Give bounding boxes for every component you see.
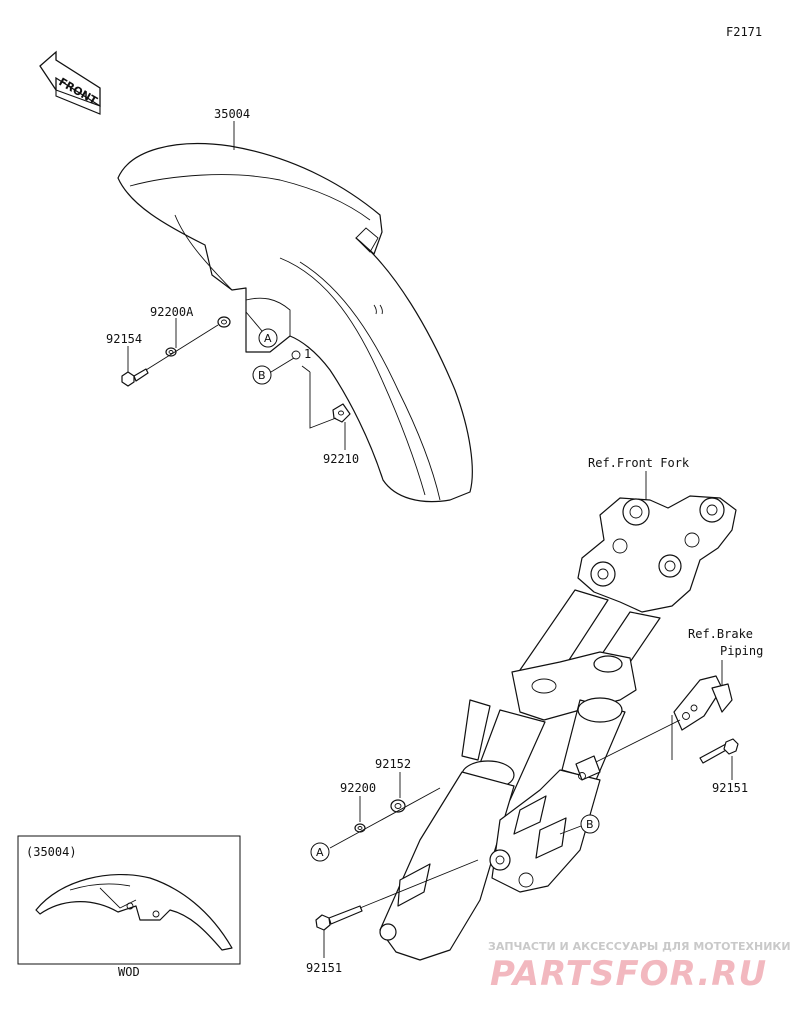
front-fork-assembly (379, 495, 737, 961)
label-ref-piping: Piping (720, 644, 763, 658)
bolt-92151-brake (699, 738, 739, 764)
leader-92151-axis (359, 859, 479, 909)
front-fender (117, 143, 473, 503)
label-ref-brake: Ref.Brake (688, 627, 753, 641)
inset-caption: WOD (118, 965, 140, 979)
leader-92210-bracket (309, 372, 337, 429)
leader-a-upper (245, 311, 263, 332)
callout-b-lower: B (580, 814, 600, 834)
leader-clamp-axis (595, 719, 681, 763)
inset-title: (35004) (26, 845, 77, 859)
count-label: 1 (304, 347, 311, 361)
inset-variant-box: (35004) (17, 835, 241, 965)
label-92151-lower: 92151 (306, 961, 342, 975)
nut-clip-92210 (332, 403, 351, 423)
leader-a-axis (329, 787, 441, 849)
label-92154: 92154 (106, 332, 142, 346)
washer-small (165, 347, 177, 357)
callout-b-upper-text: B (258, 369, 266, 382)
watermark-subtitle: ЗАПЧАСТИ И АКСЕССУАРЫ ДЛЯ МОТОТЕХНИКИ (488, 940, 791, 953)
callout-a-upper: A (258, 328, 278, 348)
callout-b-lower-text: B (586, 818, 594, 831)
bolt-92154 (121, 368, 149, 387)
label-92210: 92210 (323, 452, 359, 466)
washer-92200 (354, 823, 366, 833)
callout-a-lower-text: A (316, 846, 324, 859)
label-92200a: 92200A (150, 305, 194, 319)
diagram-code: F2171 (726, 25, 762, 39)
leader-b-upper (270, 357, 295, 373)
brake-hose-clamp (673, 675, 733, 731)
callout-a-upper-text: A (264, 332, 272, 345)
label-35004: 35004 (214, 107, 250, 121)
watermark-logo: PARTSFOR.RU (490, 954, 767, 994)
bolt-92151-lower (315, 905, 363, 931)
label-92200: 92200 (340, 781, 376, 795)
callout-b-upper: B (252, 365, 272, 385)
label-92151-brake: 92151 (712, 781, 748, 795)
leader-b-lower (559, 825, 582, 835)
label-ref-front-fork: Ref.Front Fork (588, 456, 690, 470)
label-92152: 92152 (375, 757, 411, 771)
front-arrow-icon: FRONT (39, 50, 101, 115)
collar-92152 (390, 799, 406, 813)
washer-92200a (217, 316, 231, 328)
callout-a-lower: A (310, 842, 330, 862)
